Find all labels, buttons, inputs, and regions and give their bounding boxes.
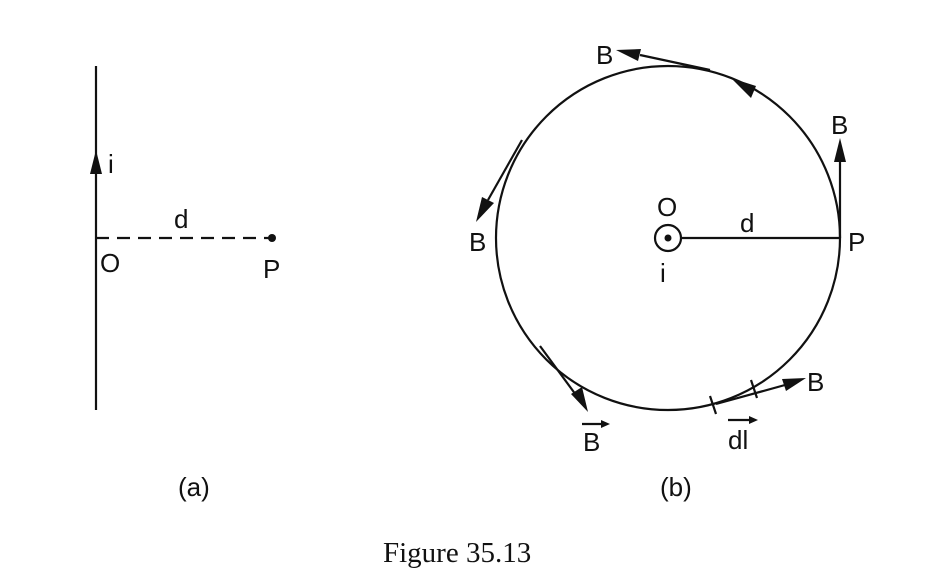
origin-label-a: O: [100, 248, 120, 278]
circulation-arrow: [731, 78, 756, 98]
field-label-top: B: [596, 40, 613, 70]
field-vector-lower-right: [715, 383, 786, 406]
figure-caption: Figure 35.13: [383, 537, 531, 569]
current-arrow: [90, 150, 102, 174]
field-arrow-p: [834, 138, 846, 162]
radius-label-b: d: [740, 208, 754, 238]
field-arrow-left: [476, 197, 494, 222]
dl-tick-2: [749, 379, 759, 399]
field-vector-label-lower-left: B: [583, 427, 600, 457]
field-arrow-top: [616, 49, 641, 61]
field-arrow-lower-right: [782, 378, 806, 391]
panel-a: i d O P (a): [90, 66, 280, 502]
dl-tick-1: [708, 395, 718, 415]
current-label-b: i: [660, 258, 666, 288]
panel-b: O i d P B B B B B dl (b): [469, 40, 865, 502]
field-vector-top: [639, 53, 711, 72]
panel-a-tag: (a): [178, 472, 210, 502]
point-label-a: P: [263, 254, 280, 284]
wire-center-dot: [664, 234, 672, 242]
panel-b-tag: (b): [660, 472, 692, 502]
field-label-lower-right: B: [807, 367, 824, 397]
point-label-b: P: [848, 227, 865, 257]
current-label-a: i: [108, 149, 114, 179]
field-label-p: B: [831, 110, 848, 140]
vector-bar-b-head: [601, 420, 610, 428]
point-p-dot-a: [268, 234, 276, 242]
field-vector-left: [487, 139, 523, 201]
field-vector-lower-left: [539, 345, 577, 396]
distance-label-a: d: [174, 204, 188, 234]
field-label-left: B: [469, 227, 486, 257]
center-label-b: O: [657, 192, 677, 222]
field-arrow-lower-left: [571, 387, 588, 412]
vector-bar-dl-head: [749, 416, 758, 424]
element-label-dl: dl: [728, 425, 748, 455]
